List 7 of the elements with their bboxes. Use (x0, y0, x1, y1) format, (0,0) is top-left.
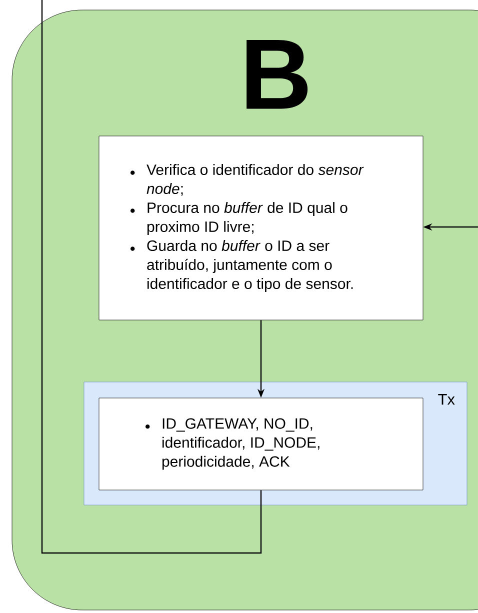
message-box (98, 398, 424, 490)
list-item: Guarda no buffer o ID a ser atribuído, juntamente com o identificador e o tipo de sensor. (147, 240, 353, 292)
list-item: Verifica o identificador do sensor node; (146, 164, 364, 196)
list-item: ID_GATEWAY, NO_ID, identificador, ID_NODE, periodicidade, ACK (162, 418, 320, 470)
list-item: Procura no buffer de ID qual o proximo ID livre; (147, 202, 348, 235)
process-box (98, 136, 424, 320)
connector-line (41, 0, 262, 554)
